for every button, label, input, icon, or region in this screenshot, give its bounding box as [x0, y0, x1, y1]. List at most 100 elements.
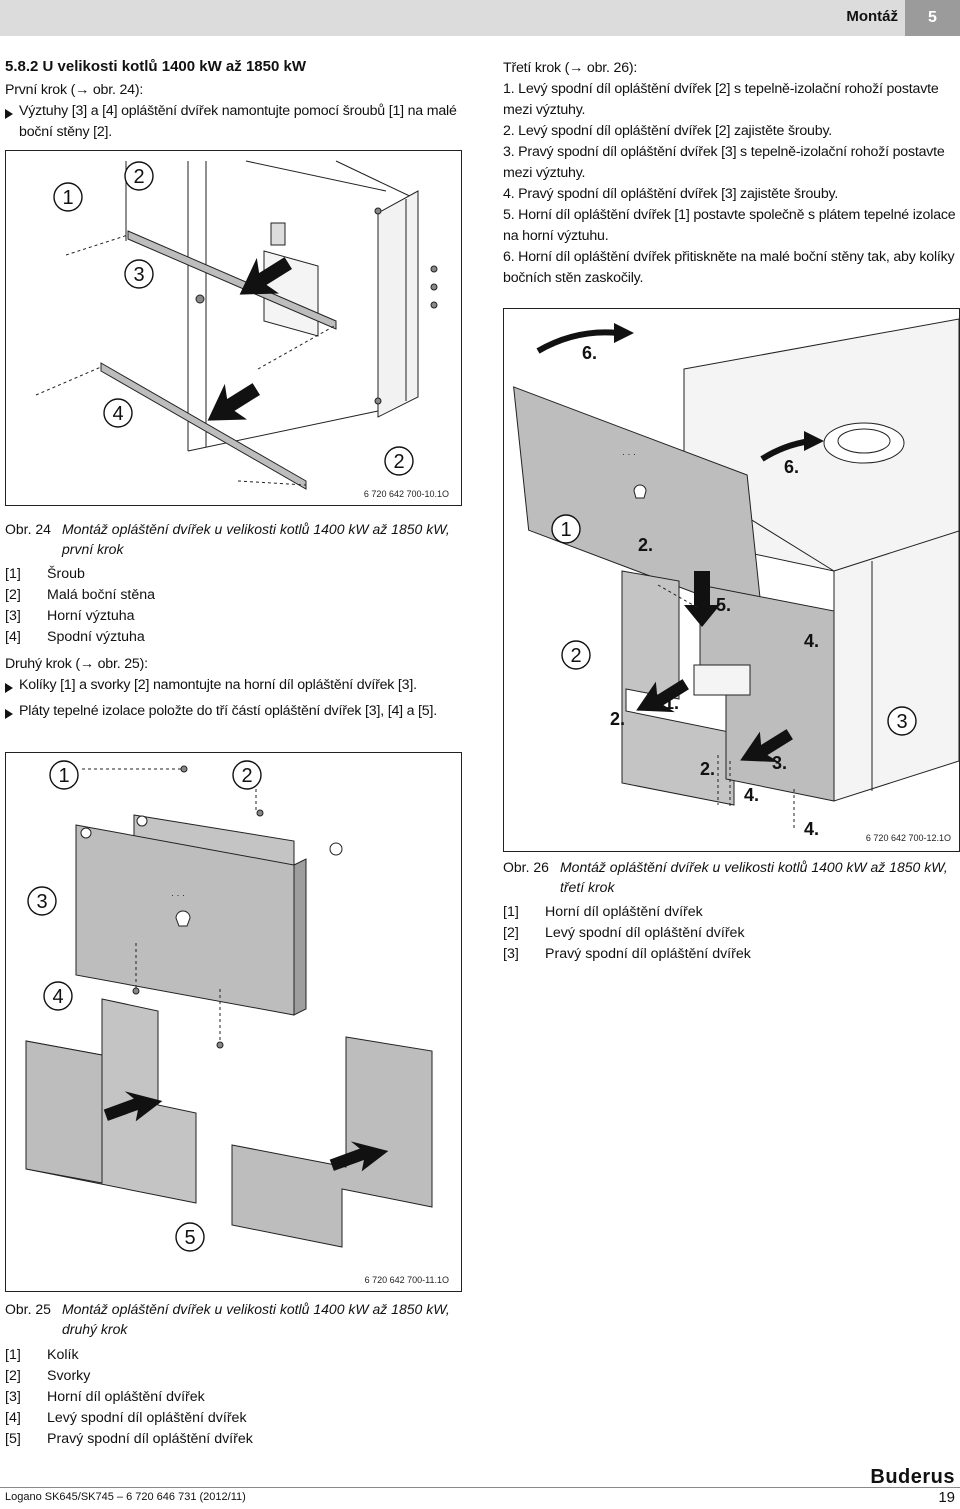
- legend-key: [1]: [503, 904, 519, 920]
- svg-text:4: 4: [112, 403, 123, 425]
- legend-row: [1] Kolík: [5, 1345, 460, 1366]
- chapter-number-tab: 5: [905, 0, 960, 36]
- step1-block: První krok (→ obr. 24): Výztuhy [3] a [4…: [5, 80, 460, 143]
- callout-2: 2: [232, 760, 262, 790]
- legend-key: [3]: [5, 608, 21, 624]
- svg-text:2: 2: [133, 166, 144, 188]
- legend-value: Spodní výztuha: [47, 629, 145, 645]
- step-label-4b: 4.: [744, 785, 759, 805]
- legend-key: [1]: [5, 566, 21, 582]
- callout-4: 4: [103, 398, 133, 428]
- caption-text: Montáž opláštění dvířek u velikosti kotl…: [62, 521, 450, 557]
- figure-26-drawing: · · · 6. 6. 2. 5. 4. 1. 2. 3.: [513, 318, 959, 839]
- callout-1: 1: [53, 182, 83, 212]
- step3-title: Třetí krok (→ obr. 26):: [503, 60, 638, 76]
- step-label-4a: 4.: [804, 631, 819, 651]
- legend-row: [1] Horní díl opláštění dvířek: [503, 902, 958, 923]
- bullet-arrow-icon: [5, 109, 13, 119]
- legend-value: Levý spodní díl opláštění dvířek: [47, 1410, 247, 1426]
- legend-key: [5]: [5, 1431, 21, 1447]
- legend-row: [1] Šroub: [5, 564, 460, 585]
- svg-text:1: 1: [62, 187, 73, 209]
- step-label-3: 3.: [772, 753, 787, 773]
- legend-row: [3] Horní díl opláštění dvířek: [5, 1387, 460, 1408]
- legend-row: [2] Levý spodní díl opláštění dvířek: [503, 923, 958, 944]
- caption-text: Montáž opláštění dvířek u velikosti kotl…: [560, 859, 948, 895]
- section-heading: 5.8.2 U velikosti kotlů 1400 kW až 1850 …: [5, 58, 306, 75]
- step1-title: První krok (→ obr. 24):: [5, 82, 144, 98]
- svg-text:2: 2: [393, 451, 404, 473]
- figure-26-legend: [1] Horní díl opláštění dvířek [2] Levý spo…: [503, 902, 958, 965]
- figure-25-caption: Obr. 25 Montáž opláštění dvířek u veliko…: [5, 1299, 460, 1339]
- legend-key: [4]: [5, 629, 21, 645]
- legend-key: [2]: [5, 1368, 21, 1384]
- callout-2: 2: [561, 640, 591, 670]
- step3-list-item: 6. Horní díl opláštění dvířek přitisknět…: [503, 249, 955, 286]
- legend-row: [4] Levý spodní díl opláštění dvířek: [5, 1408, 460, 1429]
- step2-block: Druhý krok (→ obr. 25): Kolíky [1] a svo…: [5, 654, 460, 727]
- figure-25: · · · 1 2 3 4 5 6 720 642 700-11.1O: [5, 752, 462, 1292]
- figure-24-code: 6 720 642 700-10.1O: [363, 489, 449, 499]
- legend-value: Levý spodní díl opláštění dvířek: [545, 925, 745, 941]
- step-label-6a: 6.: [582, 343, 597, 363]
- svg-text:· · ·: · · ·: [171, 890, 185, 900]
- step-label-1: 1.: [664, 693, 679, 713]
- svg-text:5: 5: [184, 1227, 195, 1249]
- step3-list-item: 5. Horní díl opláštění dvířek [1] postav…: [503, 207, 956, 244]
- step2-item-text: Kolíky [1] a svorky [2] namontujte na ho…: [19, 677, 417, 693]
- step2-item-text: Pláty tepelné izolace položte do tří čás…: [19, 703, 437, 719]
- svg-text:3: 3: [896, 711, 907, 733]
- bullet-arrow-icon: [5, 683, 13, 693]
- legend-value: Pravý spodní díl opláštění dvířek: [47, 1431, 253, 1447]
- legend-row: [2]Malá boční stěna: [5, 585, 460, 606]
- footer-document-id: Logano SK645/SK745 – 6 720 646 731 (2012…: [5, 1491, 246, 1503]
- svg-text:3: 3: [133, 264, 144, 286]
- legend-row: [4] Spodní výztuha: [5, 627, 460, 648]
- callout-4: 4: [43, 981, 73, 1011]
- svg-text:4: 4: [52, 986, 63, 1008]
- figure-24-drawing: 1 2 3 4 2: [35, 160, 438, 490]
- legend-key: [4]: [5, 1410, 21, 1426]
- legend-key: [1]: [5, 1347, 21, 1363]
- legend-value: Horní výztuha: [47, 608, 135, 624]
- step3-list: 1. Levý spodní díl opláštění dvířek [2] …: [503, 79, 958, 289]
- brand-logo: Buderus: [870, 1466, 955, 1488]
- legend-value: Kolík: [47, 1347, 79, 1363]
- legend-value: Horní díl opláštění dvířek: [545, 904, 703, 920]
- figure-24: 1 2 3 4 2 6 720 642 700-10.1O: [5, 150, 462, 506]
- step-label-2b: 2.: [610, 709, 625, 729]
- step3-list-item: 3. Pravý spodní díl opláštění dvířek [3]…: [503, 144, 945, 181]
- legend-row: [3] Horní výztuha: [5, 606, 460, 627]
- legend-value: Šroub: [47, 566, 85, 582]
- svg-text:1: 1: [560, 519, 571, 541]
- step3-list-item: 1. Levý spodní díl opláštění dvířek [2] …: [503, 81, 939, 118]
- legend-key: [3]: [5, 1389, 21, 1405]
- header-bar: [0, 0, 905, 36]
- legend-row: [2] Svorky: [5, 1366, 460, 1387]
- callout-3: 3: [124, 259, 154, 289]
- step2-list-item: Kolíky [1] a svorky [2] namontujte na ho…: [5, 675, 460, 701]
- legend-value: Horní díl opláštění dvířek: [47, 1389, 205, 1405]
- figure-25-code: 6 720 642 700-11.1O: [364, 1275, 449, 1285]
- step-label-6b: 6.: [784, 457, 799, 477]
- figure-25-legend: [1] Kolík [2] Svorky [3] Horní díl opláštění …: [5, 1345, 460, 1450]
- caption-number: Obr. 26: [503, 859, 549, 875]
- svg-text:2: 2: [570, 645, 581, 667]
- step-label-2a: 2.: [638, 535, 653, 555]
- legend-value: Svorky: [47, 1368, 91, 1384]
- callout-1: 1: [551, 514, 581, 544]
- svg-text:3: 3: [36, 891, 47, 913]
- legend-key: [3]: [503, 946, 519, 962]
- step2-list-item: Pláty tepelné izolace položte do tří čás…: [5, 701, 460, 727]
- step2-title: Druhý krok (→ obr. 25):: [5, 656, 148, 672]
- legend-value: Pravý spodní díl opláštění dvířek: [545, 946, 751, 962]
- legend-key: [2]: [503, 925, 519, 941]
- callout-3: 3: [887, 706, 917, 736]
- caption-text: Montáž opláštění dvířek u velikosti kotl…: [62, 1301, 450, 1337]
- step-label-5: 5.: [716, 595, 731, 615]
- figure-25-drawing: · · · 1 2 3 4 5: [25, 760, 433, 1252]
- caption-number: Obr. 25: [5, 1301, 51, 1317]
- legend-row: [5] Pravý spodní díl opláštění dvířek: [5, 1429, 460, 1450]
- step3-list-item: 2. Levý spodní díl opláštění dvířek [2] …: [503, 123, 833, 139]
- page-number: 19: [938, 1489, 955, 1506]
